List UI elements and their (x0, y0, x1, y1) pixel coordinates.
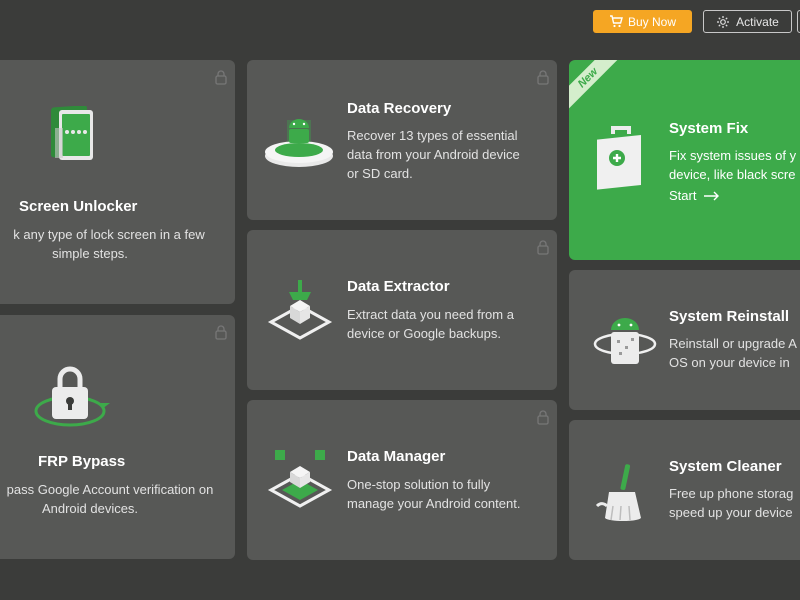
activate-label: Activate (736, 14, 779, 29)
card-screen-unlocker[interactable]: Screen Unlocker k any type of lock scree… (0, 60, 235, 304)
system-reinstall-desc-line1: Reinstall or upgrade A (669, 336, 797, 351)
lock-icon (537, 70, 549, 85)
frp-bypass-desc-line2: Android devices. (41, 501, 139, 516)
system-cleaner-desc-line2: speed up your device (669, 505, 793, 520)
system-fix-desc-line2: device, like black scre (669, 167, 796, 182)
data-recovery-desc-line2: data from your Android device (347, 147, 520, 162)
padlock-icon (34, 366, 110, 427)
new-badge: New (569, 60, 623, 113)
system-fix-start-link[interactable]: Start (669, 188, 720, 203)
system-fix-desc-line1: Fix system issues of y (669, 148, 797, 163)
data-extractor-icon (267, 280, 333, 340)
card-frp-bypass[interactable]: FRP Bypass pass Google Account verificat… (0, 315, 235, 559)
screen-unlocker-title: Screen Unlocker (19, 198, 138, 215)
activate-button[interactable]: Activate (703, 10, 792, 33)
start-label: Start (669, 188, 697, 203)
lock-icon (537, 410, 549, 425)
gear-icon (717, 15, 730, 28)
card-data-recovery[interactable]: Data Recovery Recover 13 types of essent… (247, 60, 557, 220)
card-data-extractor[interactable]: Data Extractor Extract data you need fro… (247, 230, 557, 390)
data-recovery-desc-line1: Recover 13 types of essential (347, 128, 518, 143)
card-system-fix[interactable]: New System Fix Fix system issues of y de… (569, 60, 800, 260)
screen-unlocker-desc-line2: simple steps. (52, 246, 128, 261)
data-extractor-desc-line2: device or Google backups. (347, 326, 501, 341)
system-reinstall-title: System Reinstall (669, 308, 790, 325)
broom-icon (595, 464, 641, 521)
system-cleaner-desc-line1: Free up phone storag (669, 486, 794, 501)
menu-button-partial[interactable] (797, 10, 800, 33)
data-extractor-title: Data Extractor (347, 278, 450, 295)
frp-bypass-desc-line1: pass Google Account verification on (6, 482, 214, 497)
android-reinstall-icon (593, 318, 657, 364)
arrow-right-icon (704, 191, 720, 200)
system-cleaner-title: System Cleaner (669, 458, 782, 475)
system-reinstall-desc-line2: OS on your device in (669, 355, 790, 370)
card-system-cleaner[interactable]: System Cleaner Free up phone storag spee… (569, 420, 800, 560)
cart-icon (609, 15, 623, 28)
card-system-reinstall[interactable]: System Reinstall Reinstall or upgrade A … (569, 270, 800, 410)
data-manager-desc-line2: manage your Android content. (347, 496, 521, 511)
lock-icon (215, 325, 227, 340)
lock-icon (215, 70, 227, 85)
screen-unlocker-desc-line1: k any type of lock screen in a few (13, 227, 205, 242)
phone-unlock-icon (51, 106, 93, 160)
data-manager-icon (267, 450, 333, 508)
data-manager-title: Data Manager (347, 448, 446, 465)
system-fix-title: System Fix (669, 120, 749, 137)
data-recovery-title: Data Recovery (347, 100, 452, 117)
medical-kit-icon (597, 126, 641, 190)
buy-now-label: Buy Now (627, 14, 677, 29)
buy-now-button[interactable]: Buy Now (593, 10, 692, 33)
lock-icon (537, 240, 549, 255)
data-recovery-desc-line3: or SD card. (347, 166, 413, 181)
frp-bypass-title: FRP Bypass (38, 453, 126, 470)
data-manager-desc-line1: One-stop solution to fully (347, 477, 491, 492)
data-extractor-desc-line1: Extract data you need from a (347, 307, 514, 322)
android-recovery-icon (265, 119, 333, 167)
card-data-manager[interactable]: Data Manager One-stop solution to fully … (247, 400, 557, 560)
